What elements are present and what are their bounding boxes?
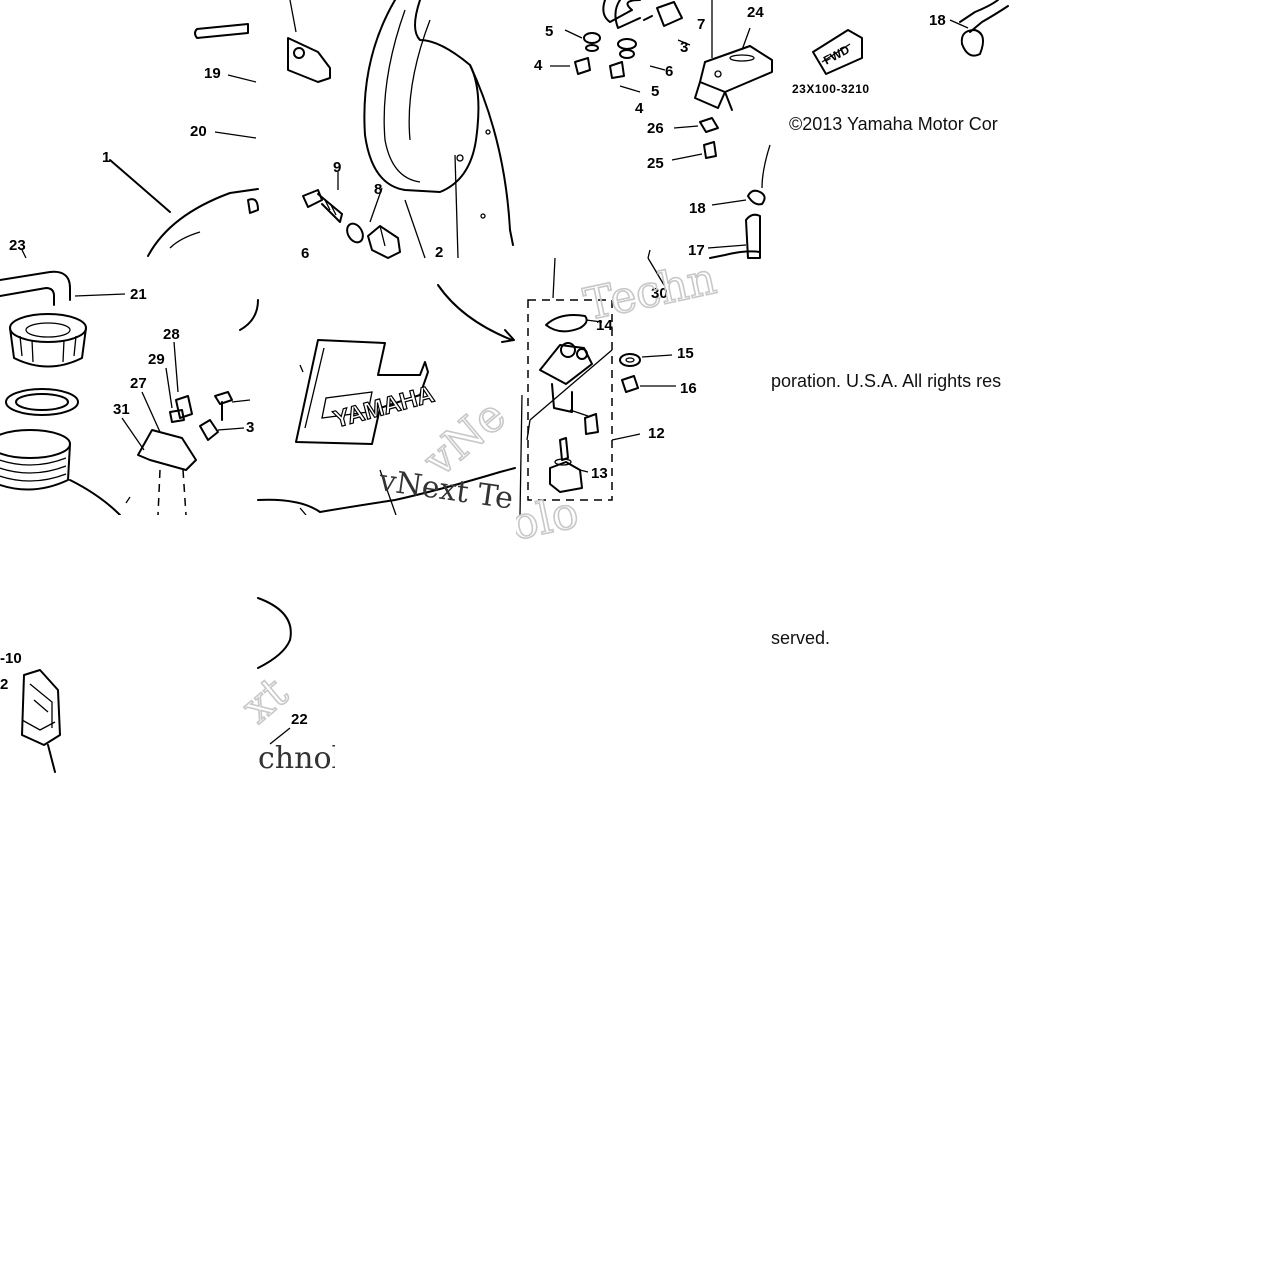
- side-cover-part: [363, 0, 514, 259]
- callout-numbers: 1 2 3 3 4 4 5 5 6 6 7 8 9 -10 11 12 13 1…: [0, 4, 946, 728]
- watermark-text-4: xt: [232, 667, 298, 734]
- fuel-cap-part: [9, 313, 87, 368]
- callout-20: 20: [190, 123, 207, 140]
- callout-10: -10: [0, 650, 22, 667]
- tile-bottom-center: [257, 597, 292, 745]
- damper-clip-part: [21, 669, 61, 773]
- callout-26: 26: [647, 120, 664, 137]
- tile-bottom-left: [21, 669, 61, 773]
- callout-29: 29: [148, 351, 165, 368]
- tile-top-left: [21, 23, 259, 259]
- callout-15: 15: [677, 345, 694, 362]
- callout-1: 1: [102, 149, 110, 166]
- copyright-line-1: ©2013 Yamaha Motor Cor: [789, 114, 998, 134]
- filler-neck-part: [0, 429, 121, 516]
- tile-center: [257, 284, 516, 516]
- bolt-part: [302, 189, 343, 223]
- tile-top-right: [550, 0, 773, 259]
- mount-bracket-part: [694, 0, 773, 111]
- callout-4: 4: [534, 57, 543, 74]
- callout-27: 27: [130, 375, 147, 392]
- tank-bracket-part: [121, 391, 197, 516]
- pin-part: [194, 23, 249, 39]
- tile-center-right: [519, 257, 676, 516]
- callout-6: 6: [665, 63, 673, 80]
- hose-clamp-parts: [574, 0, 683, 79]
- diagram-ref-code: 23X100-3210: [792, 82, 870, 96]
- callout-16: 16: [680, 380, 697, 397]
- callout-12: 12: [648, 425, 665, 442]
- callout-5b: 5: [651, 83, 659, 100]
- hose-fitting-part: [707, 213, 761, 259]
- callout-22: 22: [291, 711, 308, 728]
- callout-32: 2: [0, 676, 8, 693]
- grommet-part: [367, 225, 401, 259]
- callout-21: 21: [130, 286, 147, 303]
- callout-18b: 18: [929, 12, 946, 29]
- callout-18: 18: [689, 200, 706, 217]
- breather-hose-part: [0, 270, 126, 306]
- callout-23: 23: [9, 237, 26, 254]
- cap-gasket-part: [5, 388, 79, 416]
- washer-bolt-parts: [526, 349, 676, 441]
- watermark-text-1: Techn: [580, 253, 721, 331]
- callout-3b: 3: [246, 419, 254, 436]
- yamaha-emblem-label: YAMAHA: [331, 381, 438, 434]
- washer-part: [346, 222, 364, 244]
- callout-25: 25: [647, 155, 664, 172]
- emblem-part: [295, 339, 429, 445]
- callout-3: 3: [680, 39, 688, 56]
- tile-top-middle: [287, 0, 514, 259]
- callout-2: 2: [435, 244, 443, 261]
- callout-31: 31: [113, 401, 130, 418]
- copyright-line-2: poration. U.S.A. All rights res: [771, 371, 1002, 391]
- callout-13: 13: [591, 465, 608, 482]
- callout-28: 28: [163, 326, 180, 343]
- callout-7: 7: [697, 16, 705, 33]
- vent-hose-part: [949, 0, 1009, 57]
- screw-parts: [165, 341, 251, 441]
- tile-far-right: [812, 0, 1009, 75]
- fuel-cock-assembly: [527, 299, 641, 501]
- callout-17: 17: [688, 242, 705, 259]
- nut-bolt-parts: [550, 29, 719, 161]
- callout-14: 14: [596, 317, 613, 334]
- callout-30: 30: [651, 285, 668, 302]
- callout-9: 9: [333, 159, 341, 176]
- callout-5: 5: [545, 23, 553, 40]
- callout-24: 24: [747, 4, 764, 21]
- callout-6b: 6: [301, 245, 309, 262]
- hose-clip-part: [711, 144, 771, 206]
- callout-8: 8: [374, 181, 382, 198]
- fwd-tag-part: [812, 29, 863, 75]
- callout-4b: 4: [635, 100, 644, 117]
- copyright-line-3: served.: [771, 628, 831, 648]
- tile-middle-left: [0, 270, 259, 516]
- callout-19: 19: [204, 65, 221, 82]
- watermark-text-5: chnol: [258, 741, 341, 776]
- bracket-part: [287, 0, 331, 83]
